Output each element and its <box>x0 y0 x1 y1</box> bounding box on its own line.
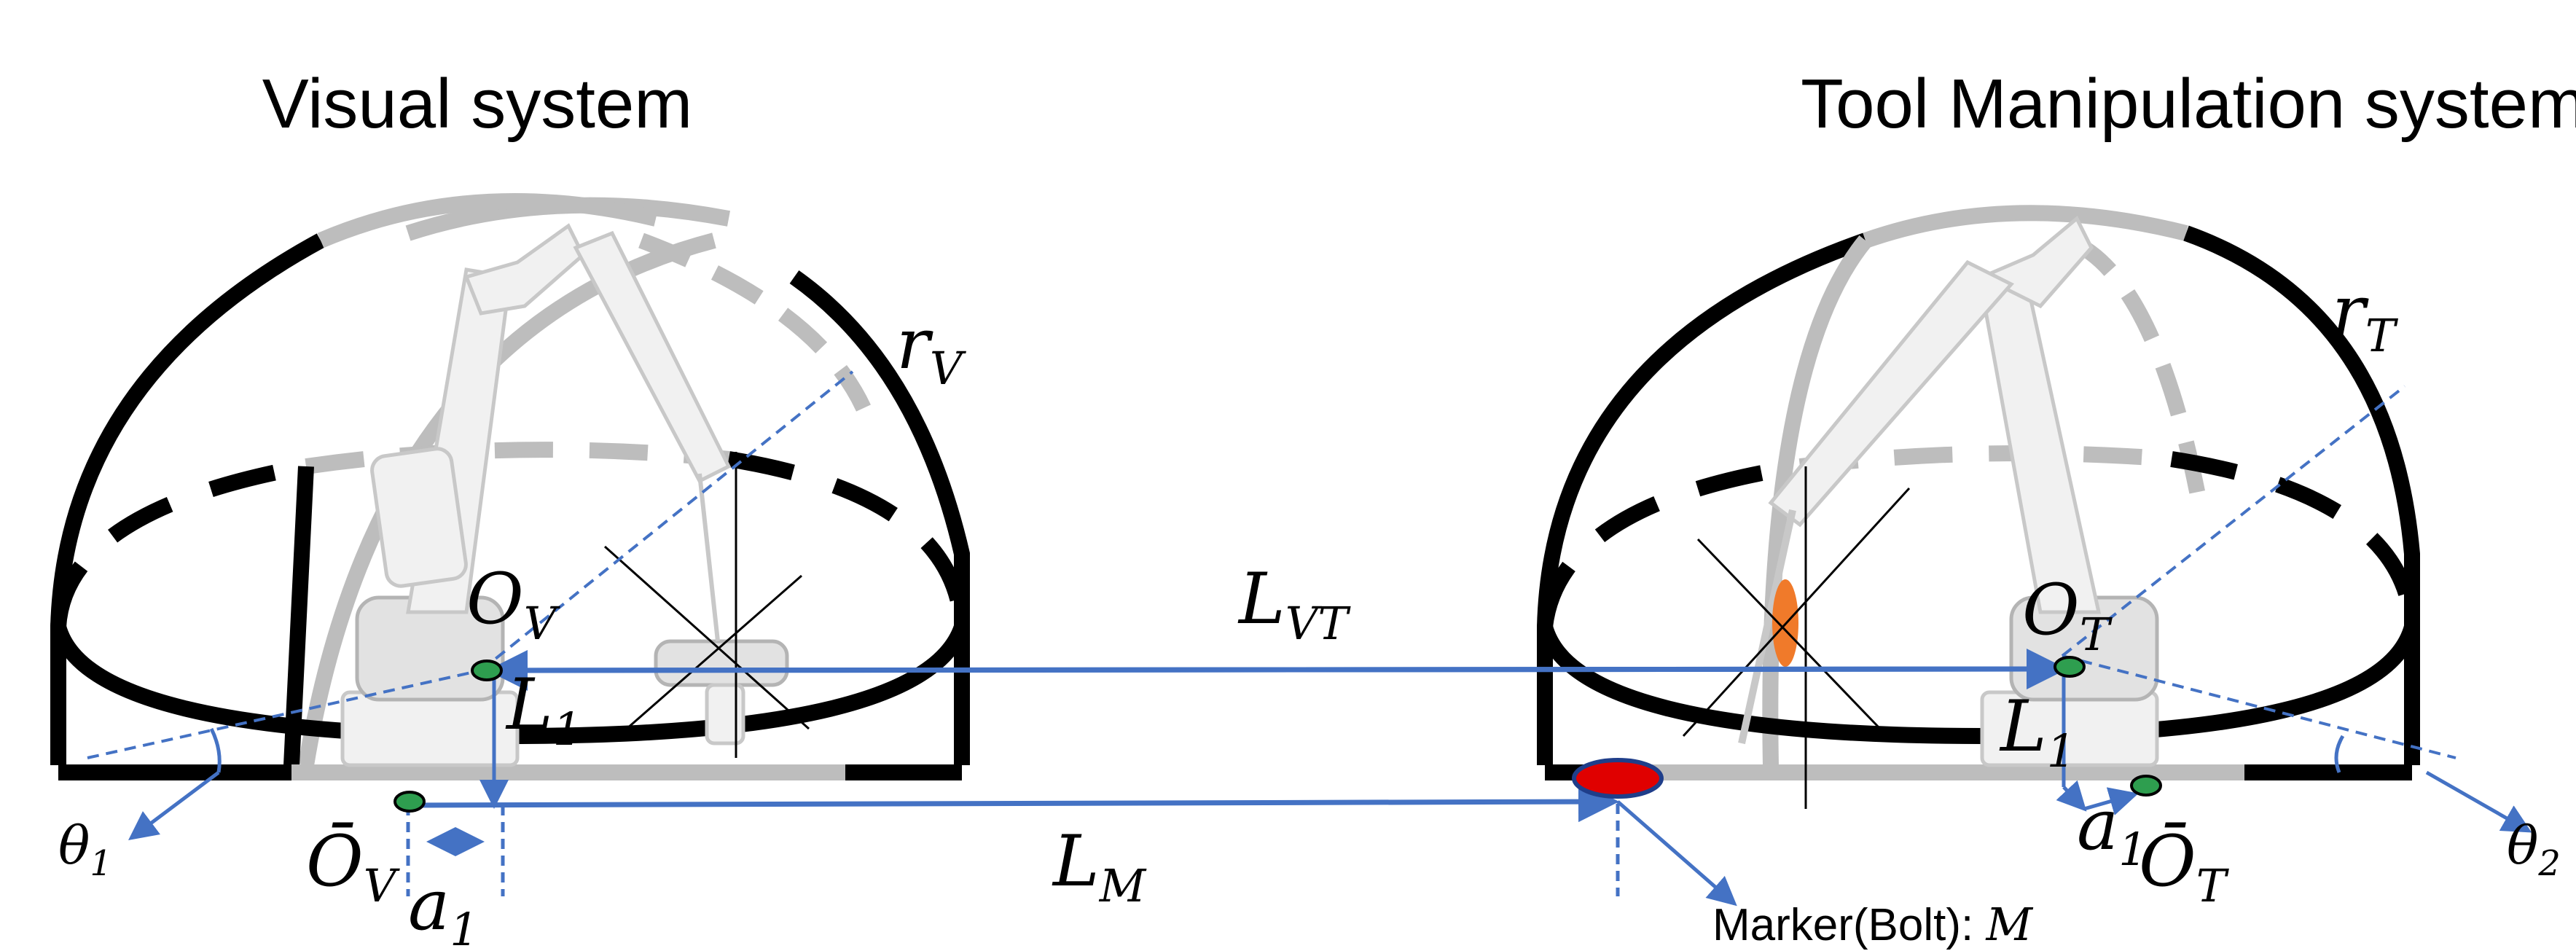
tool-robot-arm <box>1682 216 2159 809</box>
origin-v-point <box>471 660 503 681</box>
label-r-v: rV <box>896 303 967 395</box>
label-o-bar-t: ŌT <box>2139 821 2230 912</box>
label-l-vt: LVT <box>1237 558 1352 650</box>
marker-label: Marker(Bolt): M <box>1712 898 2033 951</box>
origin-t-bar-point <box>2130 775 2162 797</box>
marker-bolt <box>1572 758 1664 799</box>
label-l-m: LM <box>1052 821 1147 912</box>
label-l1-left: L1 <box>505 664 582 756</box>
label-a1-left: a1 <box>408 864 479 951</box>
label-theta1: θ1 <box>58 815 112 884</box>
tool-dome <box>1537 205 2420 780</box>
label-o-bar-v: ŌV <box>306 821 401 912</box>
label-o-t: OT <box>2022 569 2113 661</box>
label-a1-right: a1 <box>2077 784 2148 876</box>
label-theta2: θ2 <box>2507 815 2561 884</box>
visual-system-title: Visual system <box>262 65 692 143</box>
label-o-v: OV <box>466 558 561 650</box>
visual-robot-arm <box>340 223 810 767</box>
origin-t-point <box>2054 656 2086 678</box>
label-l1-right: L1 <box>1999 686 2075 778</box>
origin-v-bar-point <box>394 791 426 813</box>
label-r-t: rT <box>2332 270 2399 362</box>
tool-system-title: Tool Manipulation system <box>1801 65 2576 143</box>
